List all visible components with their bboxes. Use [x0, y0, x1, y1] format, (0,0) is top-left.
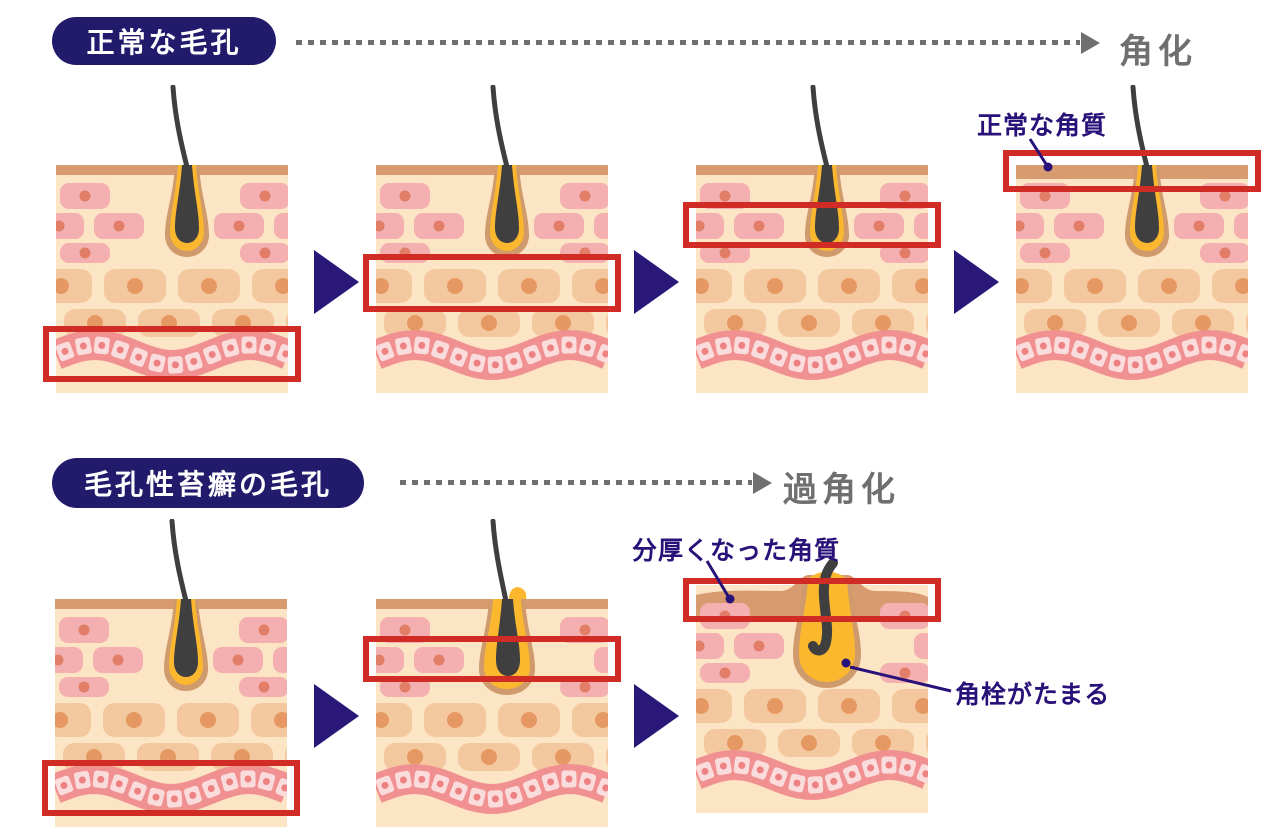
callout-thickened-keratin: 分厚くなった角質 [632, 536, 841, 565]
skin-diagram-normal-step-4 [1002, 84, 1262, 397]
skin-diagram-normal-step-3 [682, 84, 942, 397]
step-arrow-icon [314, 684, 359, 748]
label-kp-pore: 毛孔性苔癬の毛孔 [52, 458, 364, 508]
skin-diagram-normal-step-2 [362, 84, 622, 397]
dotted-leader-kp [400, 480, 752, 485]
skin-diagram-kp-step-1 [41, 518, 301, 831]
step-arrow-icon [634, 250, 679, 314]
result-keratinization: 角化 [1119, 32, 1197, 72]
result-hyperkeratinization: 過角化 [783, 470, 900, 510]
skin-diagram-kp-step-3 [682, 505, 942, 817]
skin-diagram-kp-step-2 [362, 518, 622, 831]
arrowhead-icon-normal [1081, 32, 1100, 54]
step-arrow-icon [314, 250, 359, 314]
step-arrow-icon [954, 250, 999, 314]
callout-normal-keratin: 正常な角質 [977, 111, 1108, 140]
callout-keratin-plug: 角栓がたまる [955, 680, 1111, 709]
skin-diagram-normal-step-1 [42, 84, 302, 397]
dotted-leader-normal [296, 40, 1080, 45]
step-arrow-icon [634, 684, 679, 748]
label-normal-pore: 正常な毛孔 [52, 17, 276, 65]
arrowhead-icon-kp [753, 472, 772, 494]
